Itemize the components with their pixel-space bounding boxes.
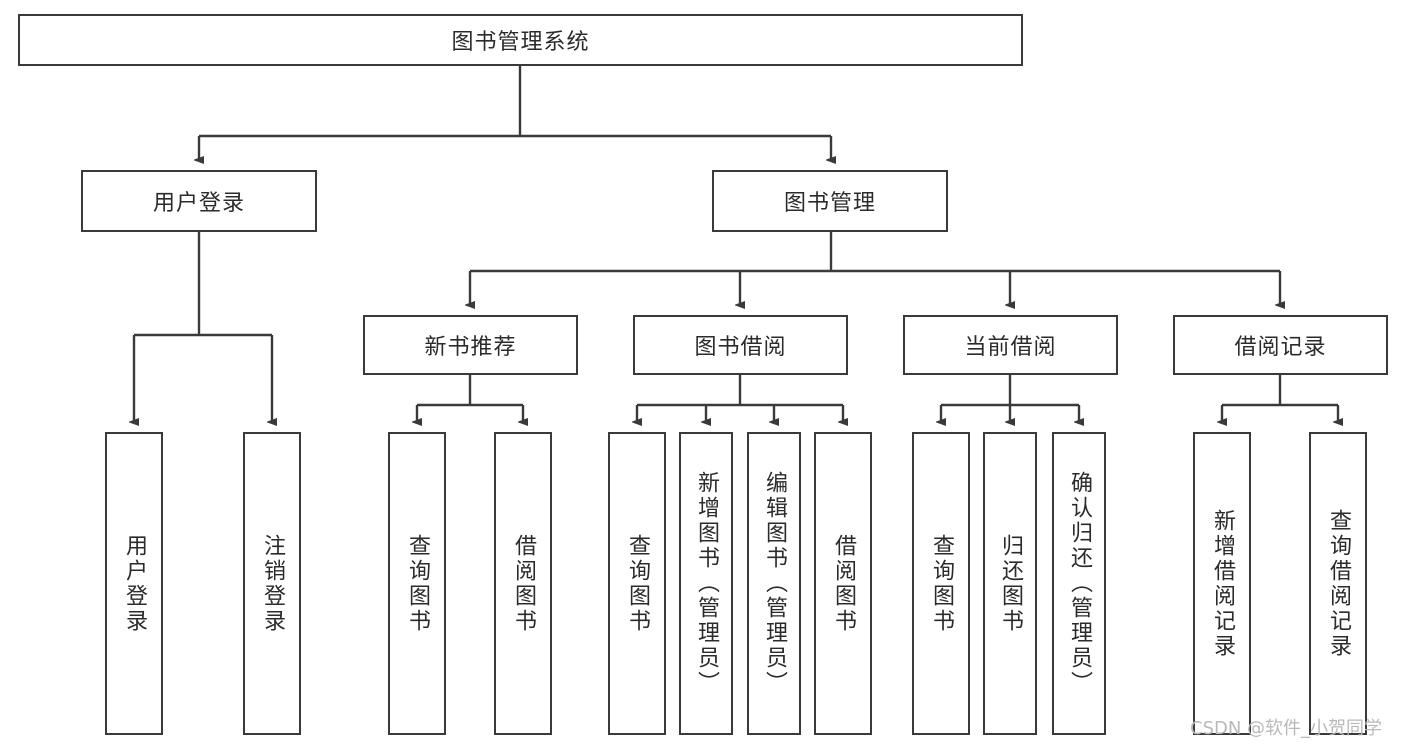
node-book-borrow[interactable]: 图书借阅 xyxy=(633,315,848,375)
leaf-current-confirm-return-admin[interactable]: 确认归还（管理员） xyxy=(1052,432,1106,735)
node-label: 新增借阅记录 xyxy=(1210,508,1235,659)
node-label: 新书推荐 xyxy=(424,335,517,360)
node-root-system[interactable]: 图书管理系统 xyxy=(18,14,1023,66)
leaf-borrow-add-book-admin[interactable]: 新增图书（管理员） xyxy=(679,432,733,735)
leaf-record-query-record[interactable]: 查询借阅记录 xyxy=(1309,432,1367,735)
node-label: 图书管理 xyxy=(783,191,876,216)
node-current-borrow[interactable]: 当前借阅 xyxy=(903,315,1118,375)
leaf-borrow-borrow-book[interactable]: 借阅图书 xyxy=(814,432,872,735)
node-label: 新增图书（管理员） xyxy=(694,471,719,696)
leaf-current-return-book[interactable]: 归还图书 xyxy=(983,432,1037,735)
node-label: 查询借阅记录 xyxy=(1326,508,1351,659)
node-label: 当前借阅 xyxy=(964,335,1057,360)
watermark: CSDN @软件_小贺同学 xyxy=(1190,718,1383,739)
node-book-management[interactable]: 图书管理 xyxy=(712,170,948,232)
node-label: 用户登录 xyxy=(122,533,147,634)
node-label: 查询图书 xyxy=(405,533,430,634)
leaf-borrow-edit-book-admin[interactable]: 编辑图书（管理员） xyxy=(747,432,801,735)
leaf-user-login-logout[interactable]: 注销登录 xyxy=(243,432,301,735)
node-label: 借阅图书 xyxy=(831,533,856,634)
node-label: 用户登录 xyxy=(152,191,245,216)
leaf-borrow-query-book[interactable]: 查询图书 xyxy=(608,432,666,735)
node-label: 编辑图书（管理员） xyxy=(762,471,787,696)
node-label: 查询图书 xyxy=(625,533,650,634)
node-user-login[interactable]: 用户登录 xyxy=(81,170,317,232)
leaf-user-login-login[interactable]: 用户登录 xyxy=(105,432,163,735)
leaf-recommend-borrow-book[interactable]: 借阅图书 xyxy=(494,432,552,735)
node-label: 查询图书 xyxy=(929,533,954,634)
node-label: 图书借阅 xyxy=(694,335,787,360)
node-label: 注销登录 xyxy=(260,533,285,634)
node-label: 确认归还（管理员） xyxy=(1067,471,1092,696)
leaf-current-query-book[interactable]: 查询图书 xyxy=(912,432,970,735)
leaf-recommend-query-book[interactable]: 查询图书 xyxy=(388,432,446,735)
node-label: 图书管理系统 xyxy=(451,30,590,55)
node-new-book-recommend[interactable]: 新书推荐 xyxy=(363,315,578,375)
node-label: 借阅记录 xyxy=(1234,335,1327,360)
leaf-record-add-record[interactable]: 新增借阅记录 xyxy=(1193,432,1251,735)
node-label: 归还图书 xyxy=(998,533,1023,634)
node-borrow-record[interactable]: 借阅记录 xyxy=(1173,315,1388,375)
node-label: 借阅图书 xyxy=(511,533,536,634)
